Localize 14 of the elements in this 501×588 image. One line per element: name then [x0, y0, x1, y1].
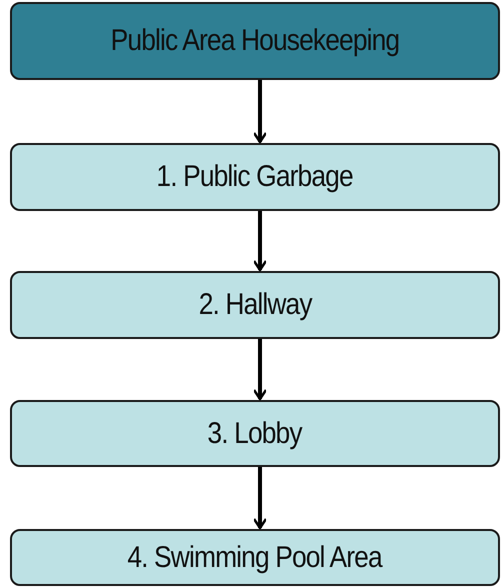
arrow: [252, 80, 268, 144]
process-box: [10, 400, 500, 467]
box-label: 3. Lobby: [208, 416, 302, 450]
process-box: [10, 271, 500, 339]
process-box: [10, 2, 500, 80]
arrow: [252, 339, 268, 400]
box-label: 2. Hallway: [198, 288, 312, 322]
process-box: [10, 529, 500, 586]
box-label: 4. Swimming Pool Area: [128, 540, 382, 574]
box-label: Public Area Housekeeping: [110, 24, 400, 58]
arrow: [252, 467, 268, 530]
arrow: [252, 211, 268, 272]
box-label: 1. Public Garbage: [156, 160, 354, 194]
process-box: [10, 143, 500, 211]
